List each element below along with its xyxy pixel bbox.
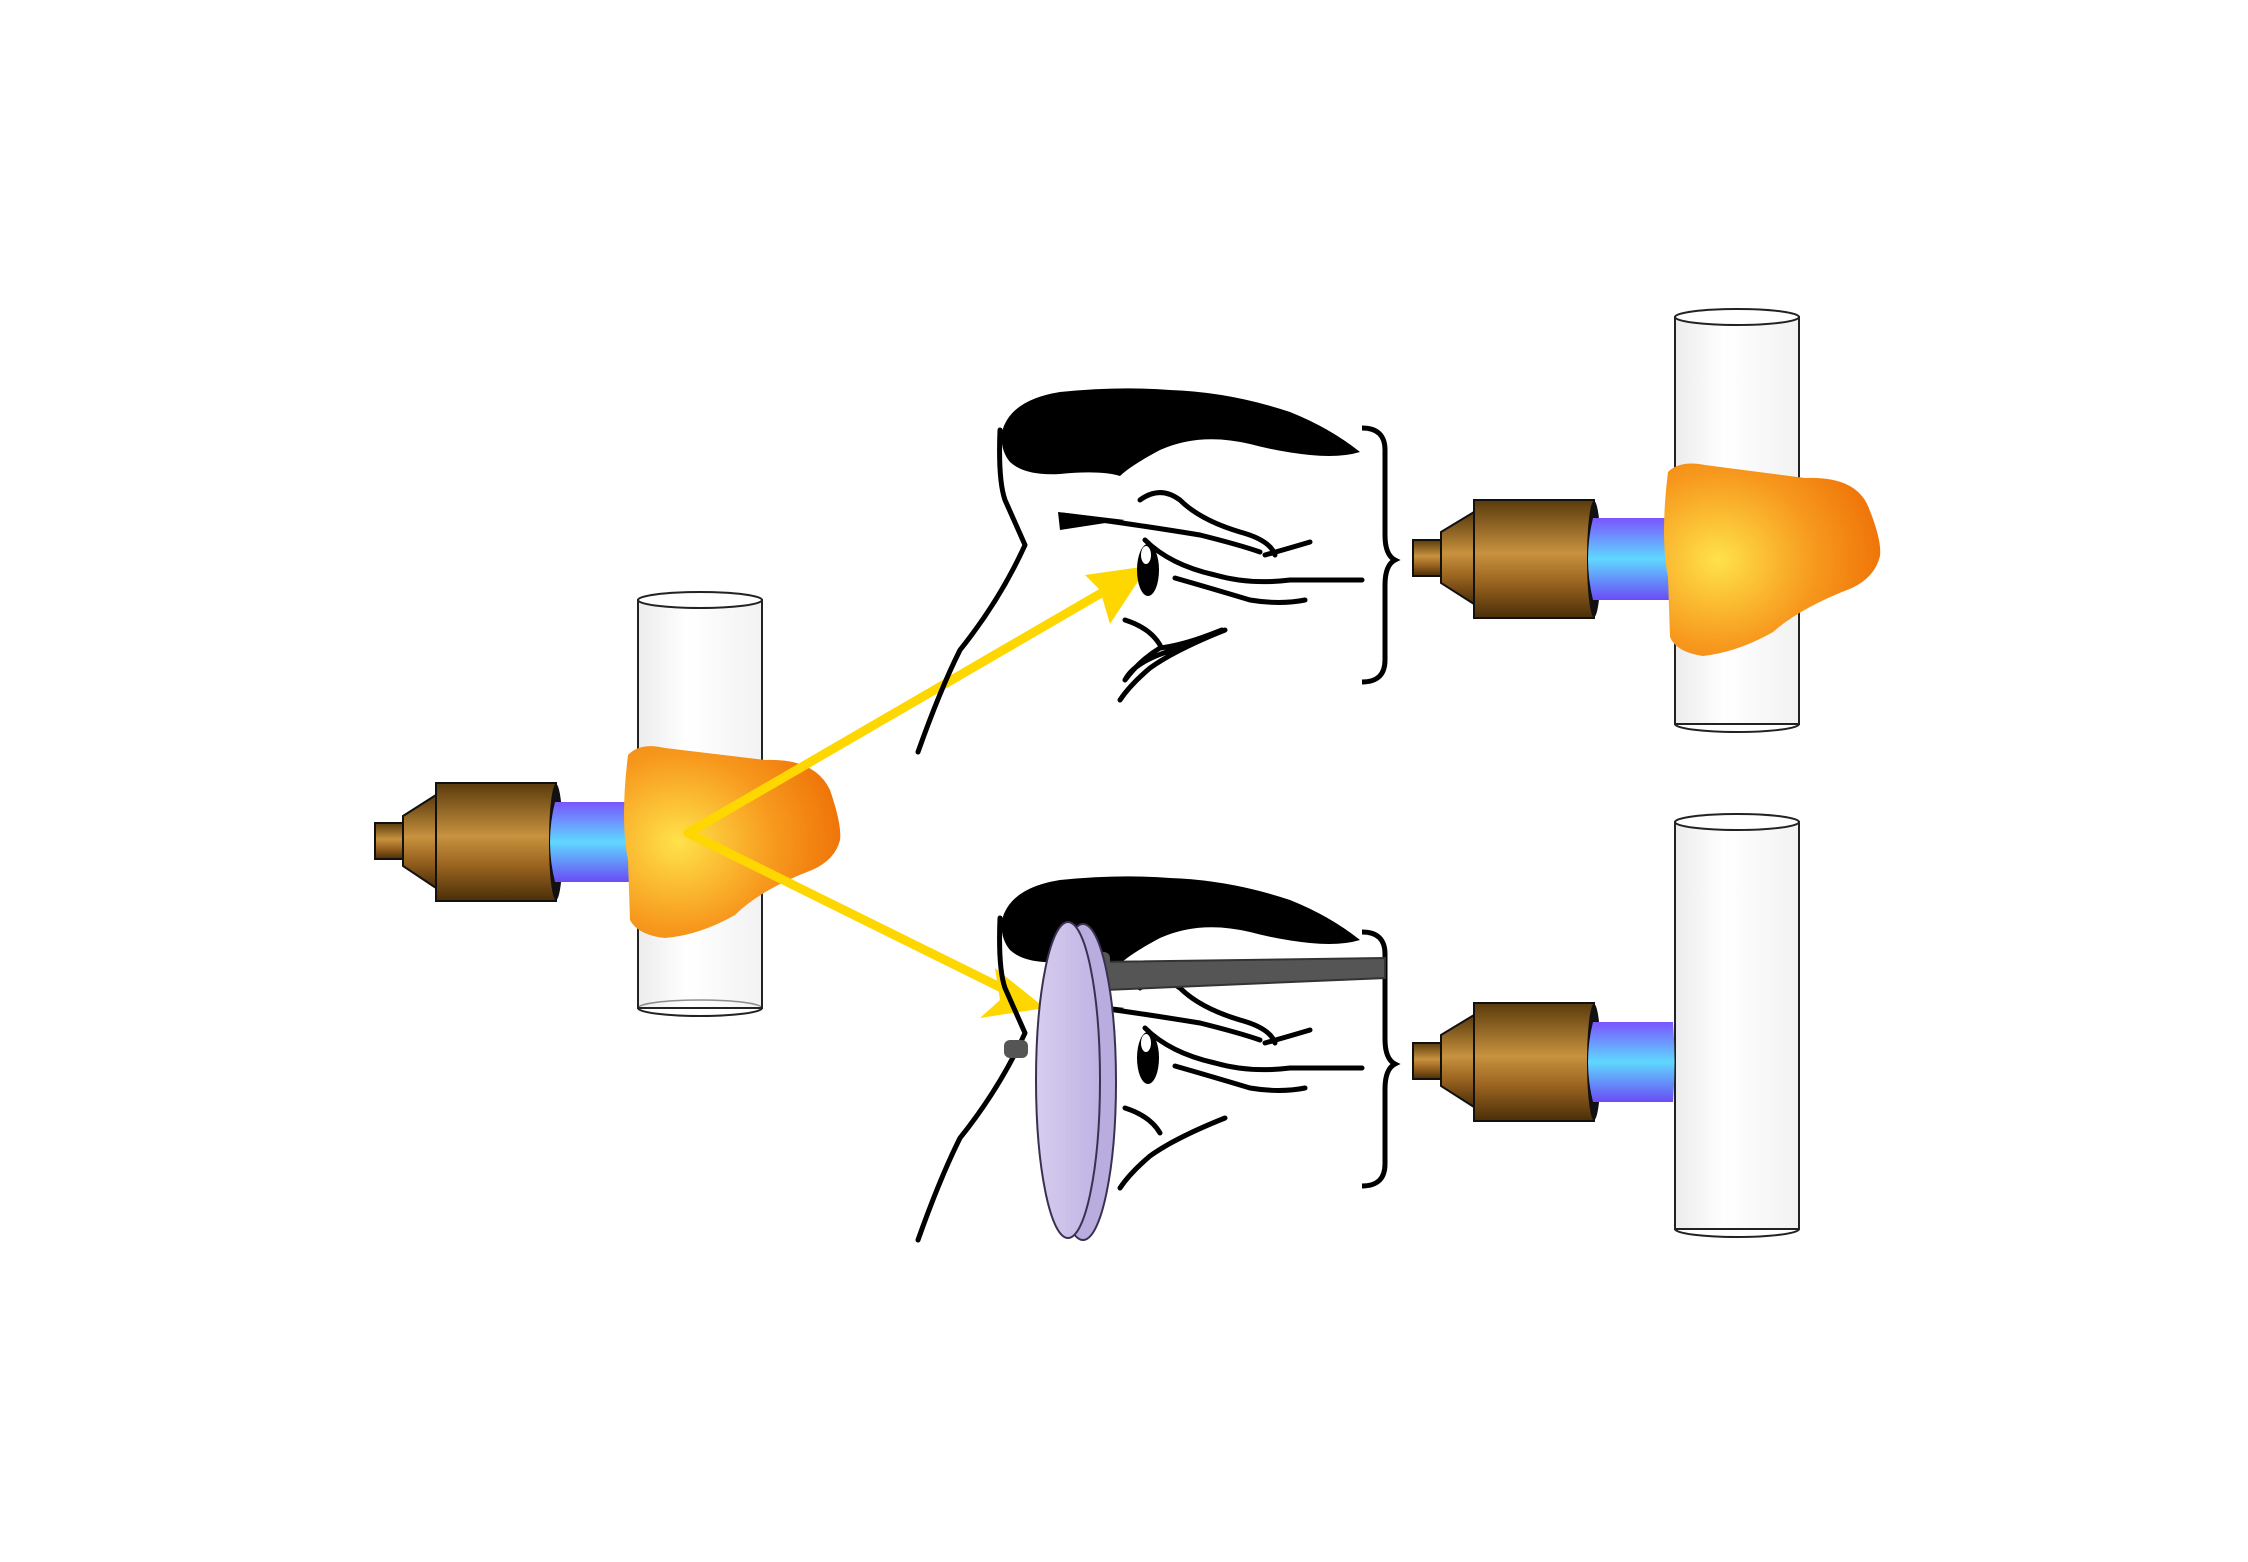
pupil: [1141, 546, 1151, 564]
perceived-naked-eye: [1412, 308, 1881, 733]
inner-flame: [1588, 518, 1688, 600]
torch-icon: [374, 782, 563, 902]
upper-lid: [1137, 978, 1278, 1046]
lower-face: [1122, 617, 1225, 683]
light-rays: [683, 583, 1115, 1007]
upper-lid: [1137, 490, 1278, 558]
face-profile: [915, 915, 1028, 1243]
torch-icon: [1412, 1002, 1601, 1122]
cheek-fold: [1172, 575, 1308, 605]
glass-tube: [1674, 813, 1800, 1238]
source-scene: [374, 591, 841, 1017]
ray-upper: [683, 583, 1115, 838]
chin-line: [1117, 1115, 1228, 1191]
eye-lower: [1142, 1025, 1365, 1073]
lower-face: [1122, 1105, 1163, 1136]
inner-flame: [1588, 1022, 1675, 1102]
glasses-icon: [1004, 921, 1386, 1241]
perceived-with-glasses: [1412, 813, 1800, 1238]
ray-lower: [683, 828, 1035, 1007]
ray-arrowheads: [980, 566, 1148, 1018]
arrowhead-lower: [980, 968, 1045, 1018]
sodium-flare: [1664, 463, 1881, 656]
brace-icon: [1361, 929, 1401, 1189]
torch-icon: [1412, 499, 1601, 619]
eye-lower: [1142, 537, 1365, 585]
chin-line: [1117, 627, 1228, 703]
brace-icon: [1361, 425, 1401, 685]
observer-naked-eye: [915, 388, 1401, 755]
nose-lines: [1262, 1027, 1313, 1046]
arrowhead-upper: [1085, 566, 1148, 624]
eyebrow-hatch: [1058, 512, 1125, 530]
nose-lines: [1262, 539, 1313, 558]
sodium-flare: [624, 746, 841, 938]
nose-pad: [1004, 1040, 1028, 1058]
glasses-temple: [1093, 956, 1386, 992]
pupil: [1141, 1034, 1151, 1052]
hair: [1001, 388, 1360, 476]
observer-with-glasses: [915, 876, 1401, 1243]
cheek-fold: [1172, 1063, 1308, 1093]
face-profile: [915, 427, 1028, 755]
lens: [1035, 921, 1101, 1239]
